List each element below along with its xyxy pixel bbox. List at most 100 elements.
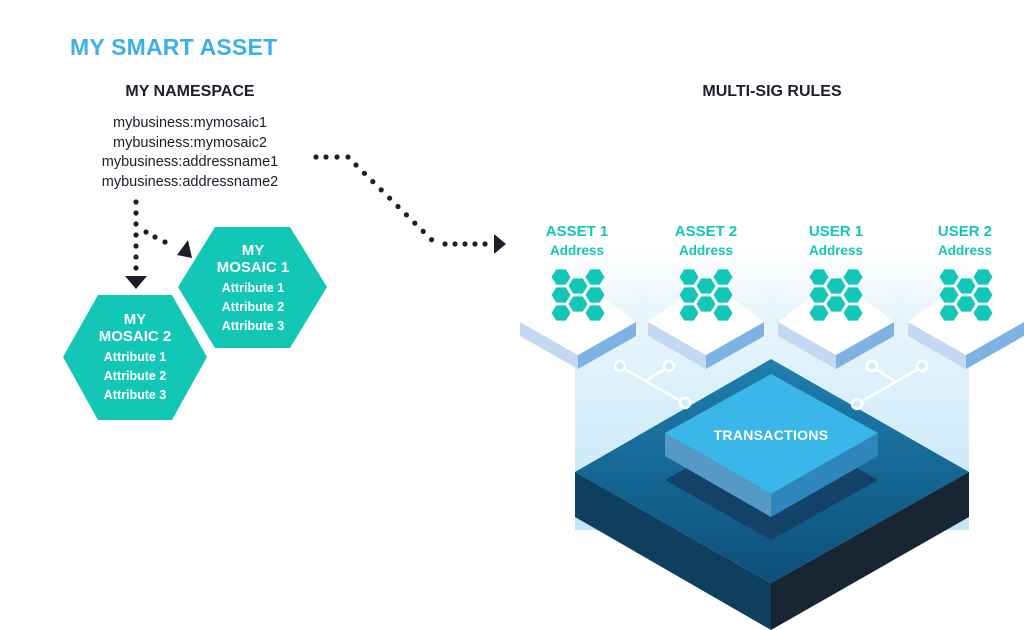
tile-top-face bbox=[648, 279, 764, 355]
dotted-path-dot bbox=[345, 154, 351, 160]
tile-left-face bbox=[908, 322, 966, 369]
hex-cell bbox=[973, 305, 993, 321]
account-label-user-2: USER 2 Address bbox=[905, 222, 1024, 260]
mosaic-2-title-line2: MOSAIC 2 bbox=[98, 328, 172, 345]
account-sub: Address bbox=[549, 243, 605, 258]
namespace-heading: MY NAMESPACE bbox=[125, 83, 255, 100]
namespace-entry: mybusiness:mymosaic1 bbox=[113, 115, 267, 131]
mosaic-1-title-line2: MOSAIC 1 bbox=[216, 259, 290, 276]
tile-asset-1[interactable] bbox=[520, 269, 636, 369]
mosaic-2-hexagon[interactable] bbox=[63, 295, 207, 420]
account-label-asset-2: ASSET 2 Address bbox=[646, 222, 766, 260]
mosaic-2-attribute: Attribute 1 bbox=[103, 350, 167, 364]
namespace-entry: mybusiness:mymosaic2 bbox=[113, 134, 267, 151]
dotted-path-dot bbox=[133, 221, 139, 227]
dotted-path-dot bbox=[313, 154, 319, 160]
hex-cluster-icon bbox=[809, 269, 863, 321]
tile-left-face bbox=[520, 322, 578, 369]
hex-cell bbox=[679, 269, 699, 285]
light-column bbox=[895, 245, 908, 325]
hex-cell bbox=[826, 278, 846, 294]
hex-cell bbox=[696, 278, 716, 294]
dotted-path-dot bbox=[412, 220, 418, 226]
hex-cell bbox=[956, 296, 976, 312]
mosaic-2-attribute: Attribute 2 bbox=[103, 369, 167, 383]
dotted-path-dot bbox=[403, 212, 409, 218]
arrowhead-down-icon bbox=[125, 276, 147, 289]
tile-right-face bbox=[836, 322, 894, 369]
hex-cell bbox=[551, 269, 571, 285]
dotted-path-dot bbox=[361, 170, 367, 176]
hex-cell bbox=[585, 269, 605, 285]
hex-cell bbox=[713, 287, 733, 303]
transactions-label: TRANSACTIONS bbox=[713, 427, 829, 443]
dotted-path-dot bbox=[482, 241, 488, 247]
dotted-path-dot bbox=[133, 232, 139, 238]
hex-cell bbox=[679, 305, 699, 321]
namespace-entry: mybusiness:addressname2 bbox=[101, 173, 279, 190]
hex-cell bbox=[843, 287, 863, 303]
hex-cell bbox=[973, 287, 993, 303]
hex-cell bbox=[713, 269, 733, 285]
hex-cell bbox=[809, 269, 829, 285]
dotted-path-dot bbox=[334, 154, 340, 160]
base-right-face bbox=[771, 472, 969, 630]
hex-cluster-icon bbox=[551, 269, 605, 321]
hex-cell bbox=[696, 296, 716, 312]
mosaic-2-label: MY MOSAIC 2 Attribute 1 Attribute 2 Attr… bbox=[75, 311, 195, 405]
hex-cell bbox=[585, 305, 605, 321]
hex-cell bbox=[568, 278, 588, 294]
mosaic-2-attribute: Attribute 3 bbox=[103, 388, 167, 402]
dotted-path-dot bbox=[452, 241, 458, 247]
tile-top-face bbox=[520, 279, 636, 355]
hex-cluster-icon bbox=[939, 269, 993, 321]
account-sub: Address bbox=[678, 243, 734, 258]
dotted-path-dot bbox=[429, 237, 435, 243]
mosaic-1-attribute: Attribute 2 bbox=[221, 300, 285, 314]
dotted-path-dot bbox=[378, 187, 384, 193]
dotted-path-dot bbox=[133, 265, 139, 271]
account-sub: Address bbox=[937, 243, 993, 258]
hex-cell bbox=[568, 296, 588, 312]
hex-cell bbox=[809, 287, 829, 303]
account-name: USER 2 bbox=[937, 223, 993, 240]
base-left-face bbox=[575, 472, 771, 630]
hex-cell bbox=[713, 305, 733, 321]
hex-cell bbox=[843, 305, 863, 321]
tile-left-face bbox=[648, 322, 706, 369]
tile-left-face bbox=[778, 322, 836, 369]
tile-user-1[interactable] bbox=[778, 269, 894, 369]
dotted-path-dot bbox=[395, 203, 401, 210]
inner-top-face bbox=[665, 374, 878, 494]
hex-cell bbox=[939, 269, 959, 285]
dotted-path-dot bbox=[462, 241, 468, 247]
hex-cell bbox=[956, 278, 976, 294]
mosaic-1-hexagon[interactable] bbox=[178, 227, 327, 348]
dotted-path-dot bbox=[152, 234, 158, 240]
light-column bbox=[635, 245, 648, 325]
connector-left bbox=[613, 359, 692, 410]
transactions-block[interactable] bbox=[665, 374, 878, 517]
mosaic-1-attribute: Attribute 1 bbox=[221, 281, 285, 295]
account-name: ASSET 2 bbox=[674, 223, 738, 240]
mosaic-1-label: MY MOSAIC 1 Attribute 1 Attribute 2 Attr… bbox=[193, 242, 313, 336]
hex-cell bbox=[973, 269, 993, 285]
hex-cell bbox=[939, 305, 959, 321]
arrowhead-right-icon bbox=[494, 234, 506, 254]
connector-right bbox=[850, 359, 929, 411]
hex-cell bbox=[551, 287, 571, 303]
account-label-user-1: USER 1 Address bbox=[776, 222, 896, 260]
mosaic-1-attribute: Attribute 3 bbox=[221, 319, 285, 333]
dotted-path-dot bbox=[133, 243, 139, 249]
hex-cell bbox=[843, 269, 863, 285]
tile-user-2[interactable] bbox=[908, 269, 1024, 369]
namespace-entry: mybusiness:addressname1 bbox=[101, 154, 279, 170]
hex-cell bbox=[679, 287, 699, 303]
tile-asset-2[interactable] bbox=[648, 269, 764, 369]
dotted-path-dot bbox=[442, 241, 448, 247]
tile-right-face bbox=[706, 322, 764, 369]
tile-right-face bbox=[966, 322, 1024, 369]
dotted-path-dot bbox=[133, 210, 139, 216]
tile-top-face bbox=[908, 279, 1024, 355]
